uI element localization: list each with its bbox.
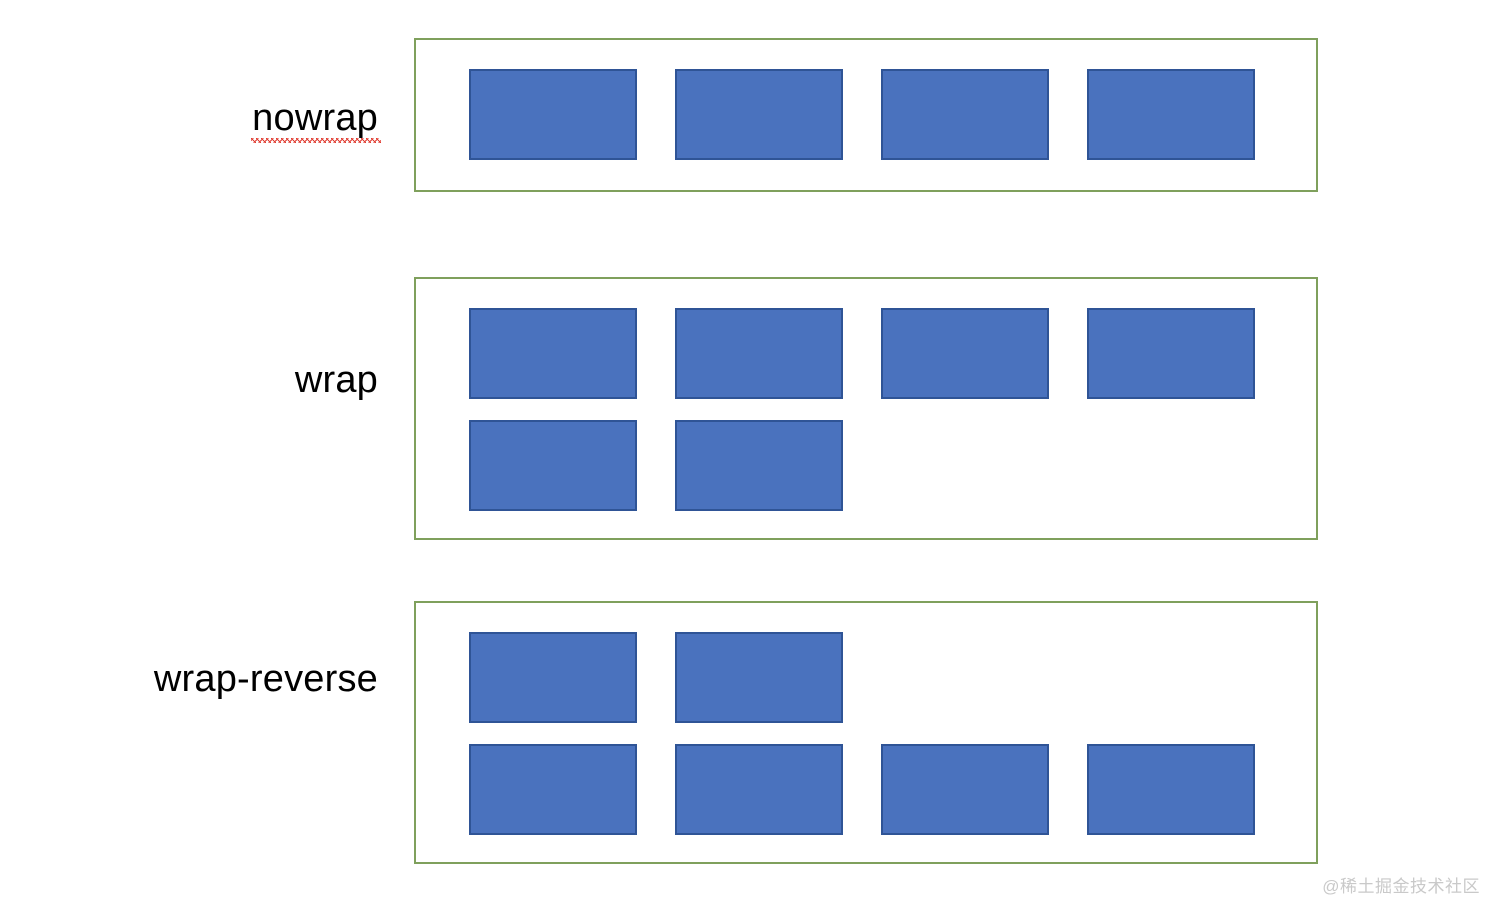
flex-item (675, 69, 843, 160)
flex-container-wrap (414, 277, 1318, 540)
flex-item (675, 744, 843, 835)
flex-item (469, 632, 637, 723)
flex-item (1087, 744, 1255, 835)
row-wrap: wrap (0, 277, 1498, 540)
row-nowrap: nowrap (0, 38, 1498, 192)
flex-item (675, 420, 843, 511)
flex-item (469, 308, 637, 399)
row-label-wrap: wrap (0, 358, 378, 402)
flex-item (881, 308, 1049, 399)
row-label-wrap-reverse: wrap-reverse (0, 657, 378, 701)
row-wrap-reverse: wrap-reverse (0, 601, 1498, 864)
flex-item (675, 308, 843, 399)
flex-item (469, 69, 637, 160)
flex-item (1087, 69, 1255, 160)
flex-container-nowrap (414, 38, 1318, 192)
row-label-text: wrap-reverse (153, 658, 378, 700)
flex-container-wrap-reverse (414, 601, 1318, 864)
row-label-text: nowrap (251, 97, 381, 143)
row-label-text: wrap (294, 359, 378, 401)
flex-item (1087, 308, 1255, 399)
flex-item (881, 744, 1049, 835)
watermark: @稀土掘金技术社区 (1322, 877, 1480, 896)
flex-item (469, 420, 637, 511)
flex-item (881, 69, 1049, 160)
row-label-nowrap: nowrap (0, 96, 381, 143)
flex-item (469, 744, 637, 835)
flex-item (675, 632, 843, 723)
